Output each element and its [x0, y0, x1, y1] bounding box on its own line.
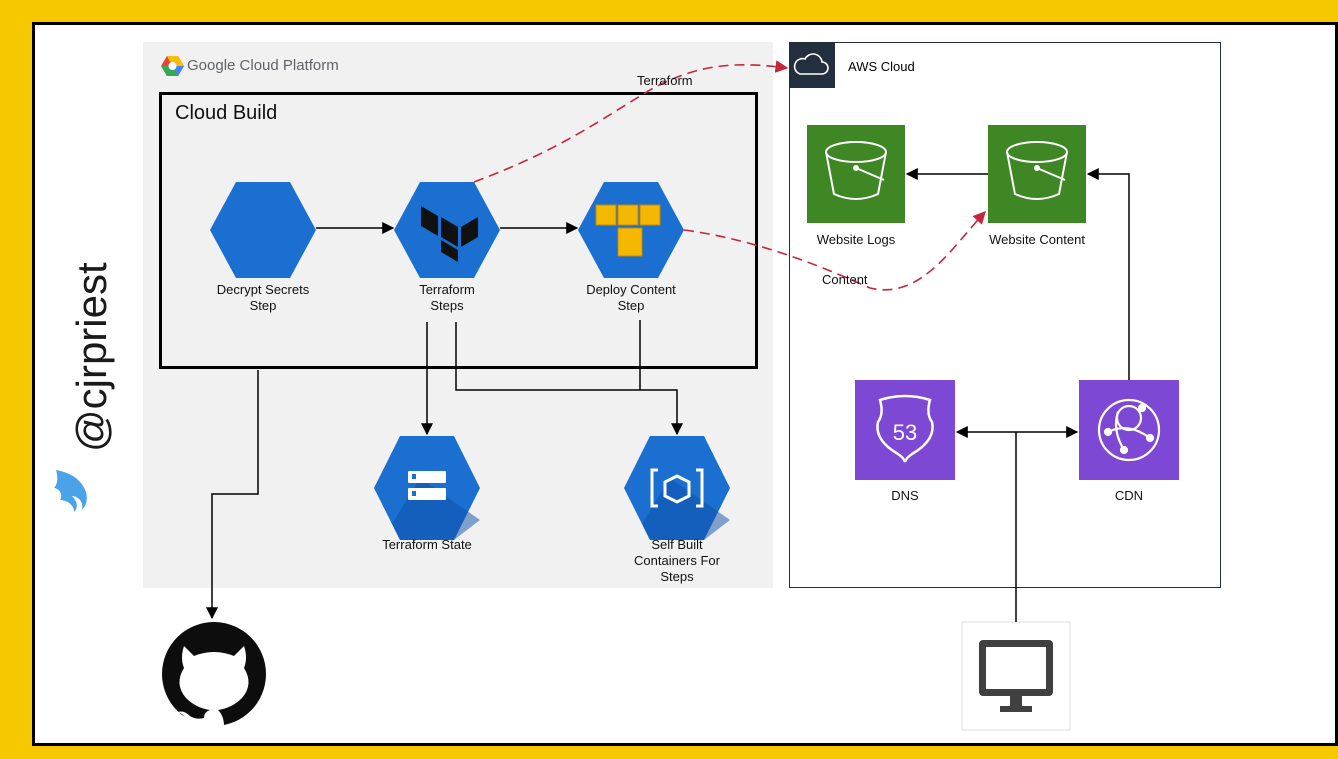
decrypt-secrets-hexagon: [210, 182, 316, 278]
cdn-cloudfront: [1079, 380, 1179, 480]
website-logs-label: Website Logs: [816, 232, 896, 247]
cloud-build-title: Cloud Build: [175, 102, 278, 124]
gcp-logo-icon: [161, 56, 184, 76]
s3-bucket-icon: [825, 141, 887, 200]
decrypt-secrets-label: Decrypt Secrets Step: [216, 282, 310, 313]
edge-label-content: Content: [822, 272, 868, 287]
arrow-cloudbuild-to-github: [206, 370, 259, 620]
gcp-logo-text: Google Cloud Platform: [187, 57, 339, 74]
monitor-icon: [979, 640, 1053, 712]
arrow-cdn-to-content: [1086, 168, 1130, 380]
cloud-build-box: [159, 92, 758, 369]
website-logs-bucket: [807, 125, 905, 223]
gcp-logo-google: Google: [187, 57, 236, 74]
website-content-label: Website Content: [989, 232, 1085, 247]
dns-badge-number: 53: [893, 420, 917, 445]
gcp-logo-rest: Cloud Platform: [235, 57, 339, 74]
github-icon: [162, 622, 266, 736]
website-content-bucket: [988, 125, 1086, 223]
container-registry-icon: [650, 468, 704, 508]
dashed-terraform-to-aws: [473, 60, 789, 183]
terraform-steps-hexagon: [394, 182, 500, 278]
route53-shield-icon: [876, 394, 934, 463]
twitter-bird-icon: [54, 470, 87, 512]
terraform-logo-icon: [421, 206, 478, 262]
s3-bucket-icon: [1006, 141, 1068, 200]
deploy-content-hexagon: [578, 182, 684, 278]
cdn-label: CDN: [1114, 488, 1144, 503]
self-built-containers-hexagon: [624, 436, 730, 540]
terraform-state-label: Terraform State: [382, 537, 472, 552]
user-monitor: [961, 621, 1071, 731]
arrow-terraform-to-containers: [455, 322, 683, 436]
boxes-icon: [595, 204, 661, 257]
aws-cloud-icon: [793, 53, 829, 75]
terraform-steps-label: Terraform Steps: [419, 282, 475, 313]
dns-route53: 53: [855, 380, 955, 480]
aws-cloud-title: AWS Cloud: [848, 59, 915, 74]
edge-label-terraform: Terraform: [637, 73, 693, 88]
self-built-containers-label: Self Built Containers For Steps: [634, 537, 720, 584]
storage-icon: [408, 471, 446, 500]
deploy-content-label: Deploy Content Step: [586, 282, 676, 313]
terraform-state-hexagon: [374, 436, 480, 540]
dns-label: DNS: [891, 488, 919, 503]
cloudfront-globe-icon: [1097, 398, 1161, 462]
dashed-deploy-to-content: [683, 211, 986, 291]
